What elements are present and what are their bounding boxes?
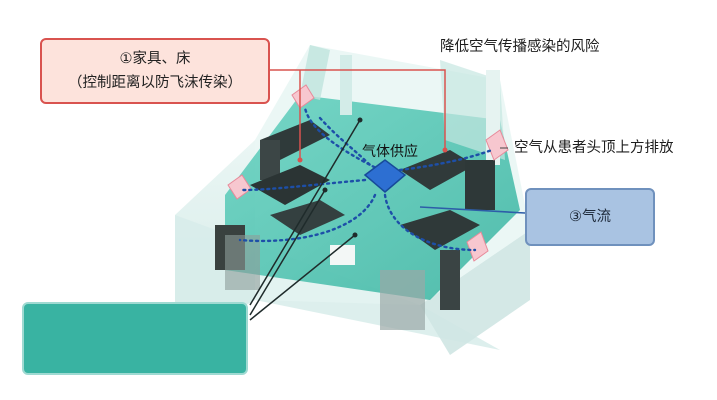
marker-dot — [442, 147, 448, 153]
bed-frame — [465, 160, 495, 210]
exhaust-label: 空气从患者头顶上方排放 — [514, 140, 674, 156]
airflow-arc — [238, 193, 377, 243]
exhaust-vent — [291, 84, 315, 109]
marker-dot — [357, 117, 363, 123]
reduce-risk-label: 降低空气传播感染的风险 — [440, 39, 600, 55]
airflow-arc — [398, 148, 494, 172]
airflow-callout: ③气流 — [525, 188, 655, 246]
airflow-callout-text: ③气流 — [569, 209, 611, 225]
marker-dot — [297, 157, 303, 163]
leader-line-furniture — [270, 69, 446, 150]
airflow-arc — [383, 193, 477, 252]
partition-column — [340, 55, 352, 115]
curtain — [380, 270, 425, 330]
gas-supply-label: 气体供应 — [362, 144, 418, 160]
bed — [270, 200, 345, 235]
exhaust-vent — [466, 231, 489, 262]
furniture-callout: ①家具、床 （控制距离以防飞沫传染） — [40, 38, 270, 104]
curtain — [225, 235, 260, 290]
leader-line-teal — [249, 234, 356, 321]
teal-callout-box — [22, 302, 248, 375]
exhaust-vent — [485, 129, 509, 161]
bed-frame — [440, 250, 460, 310]
bed — [400, 210, 480, 250]
bed-frame — [260, 140, 280, 180]
bedside-table — [330, 245, 355, 265]
leader-line-teal — [249, 119, 361, 306]
right-wall — [420, 230, 530, 355]
furniture-callout-note: （控制距离以防飞沫传染） — [68, 75, 242, 91]
airflow-arc — [318, 116, 372, 167]
marker-dot — [322, 187, 328, 193]
airflow-arc — [241, 178, 367, 192]
gas-supply-unit — [363, 159, 407, 193]
leader-line-airflow — [419, 206, 526, 214]
partition — [300, 45, 330, 100]
bed — [250, 165, 330, 205]
marker-dot — [352, 232, 358, 238]
furniture-callout-title: ①家具、床 — [119, 51, 191, 67]
leader-line-teal — [249, 189, 326, 316]
